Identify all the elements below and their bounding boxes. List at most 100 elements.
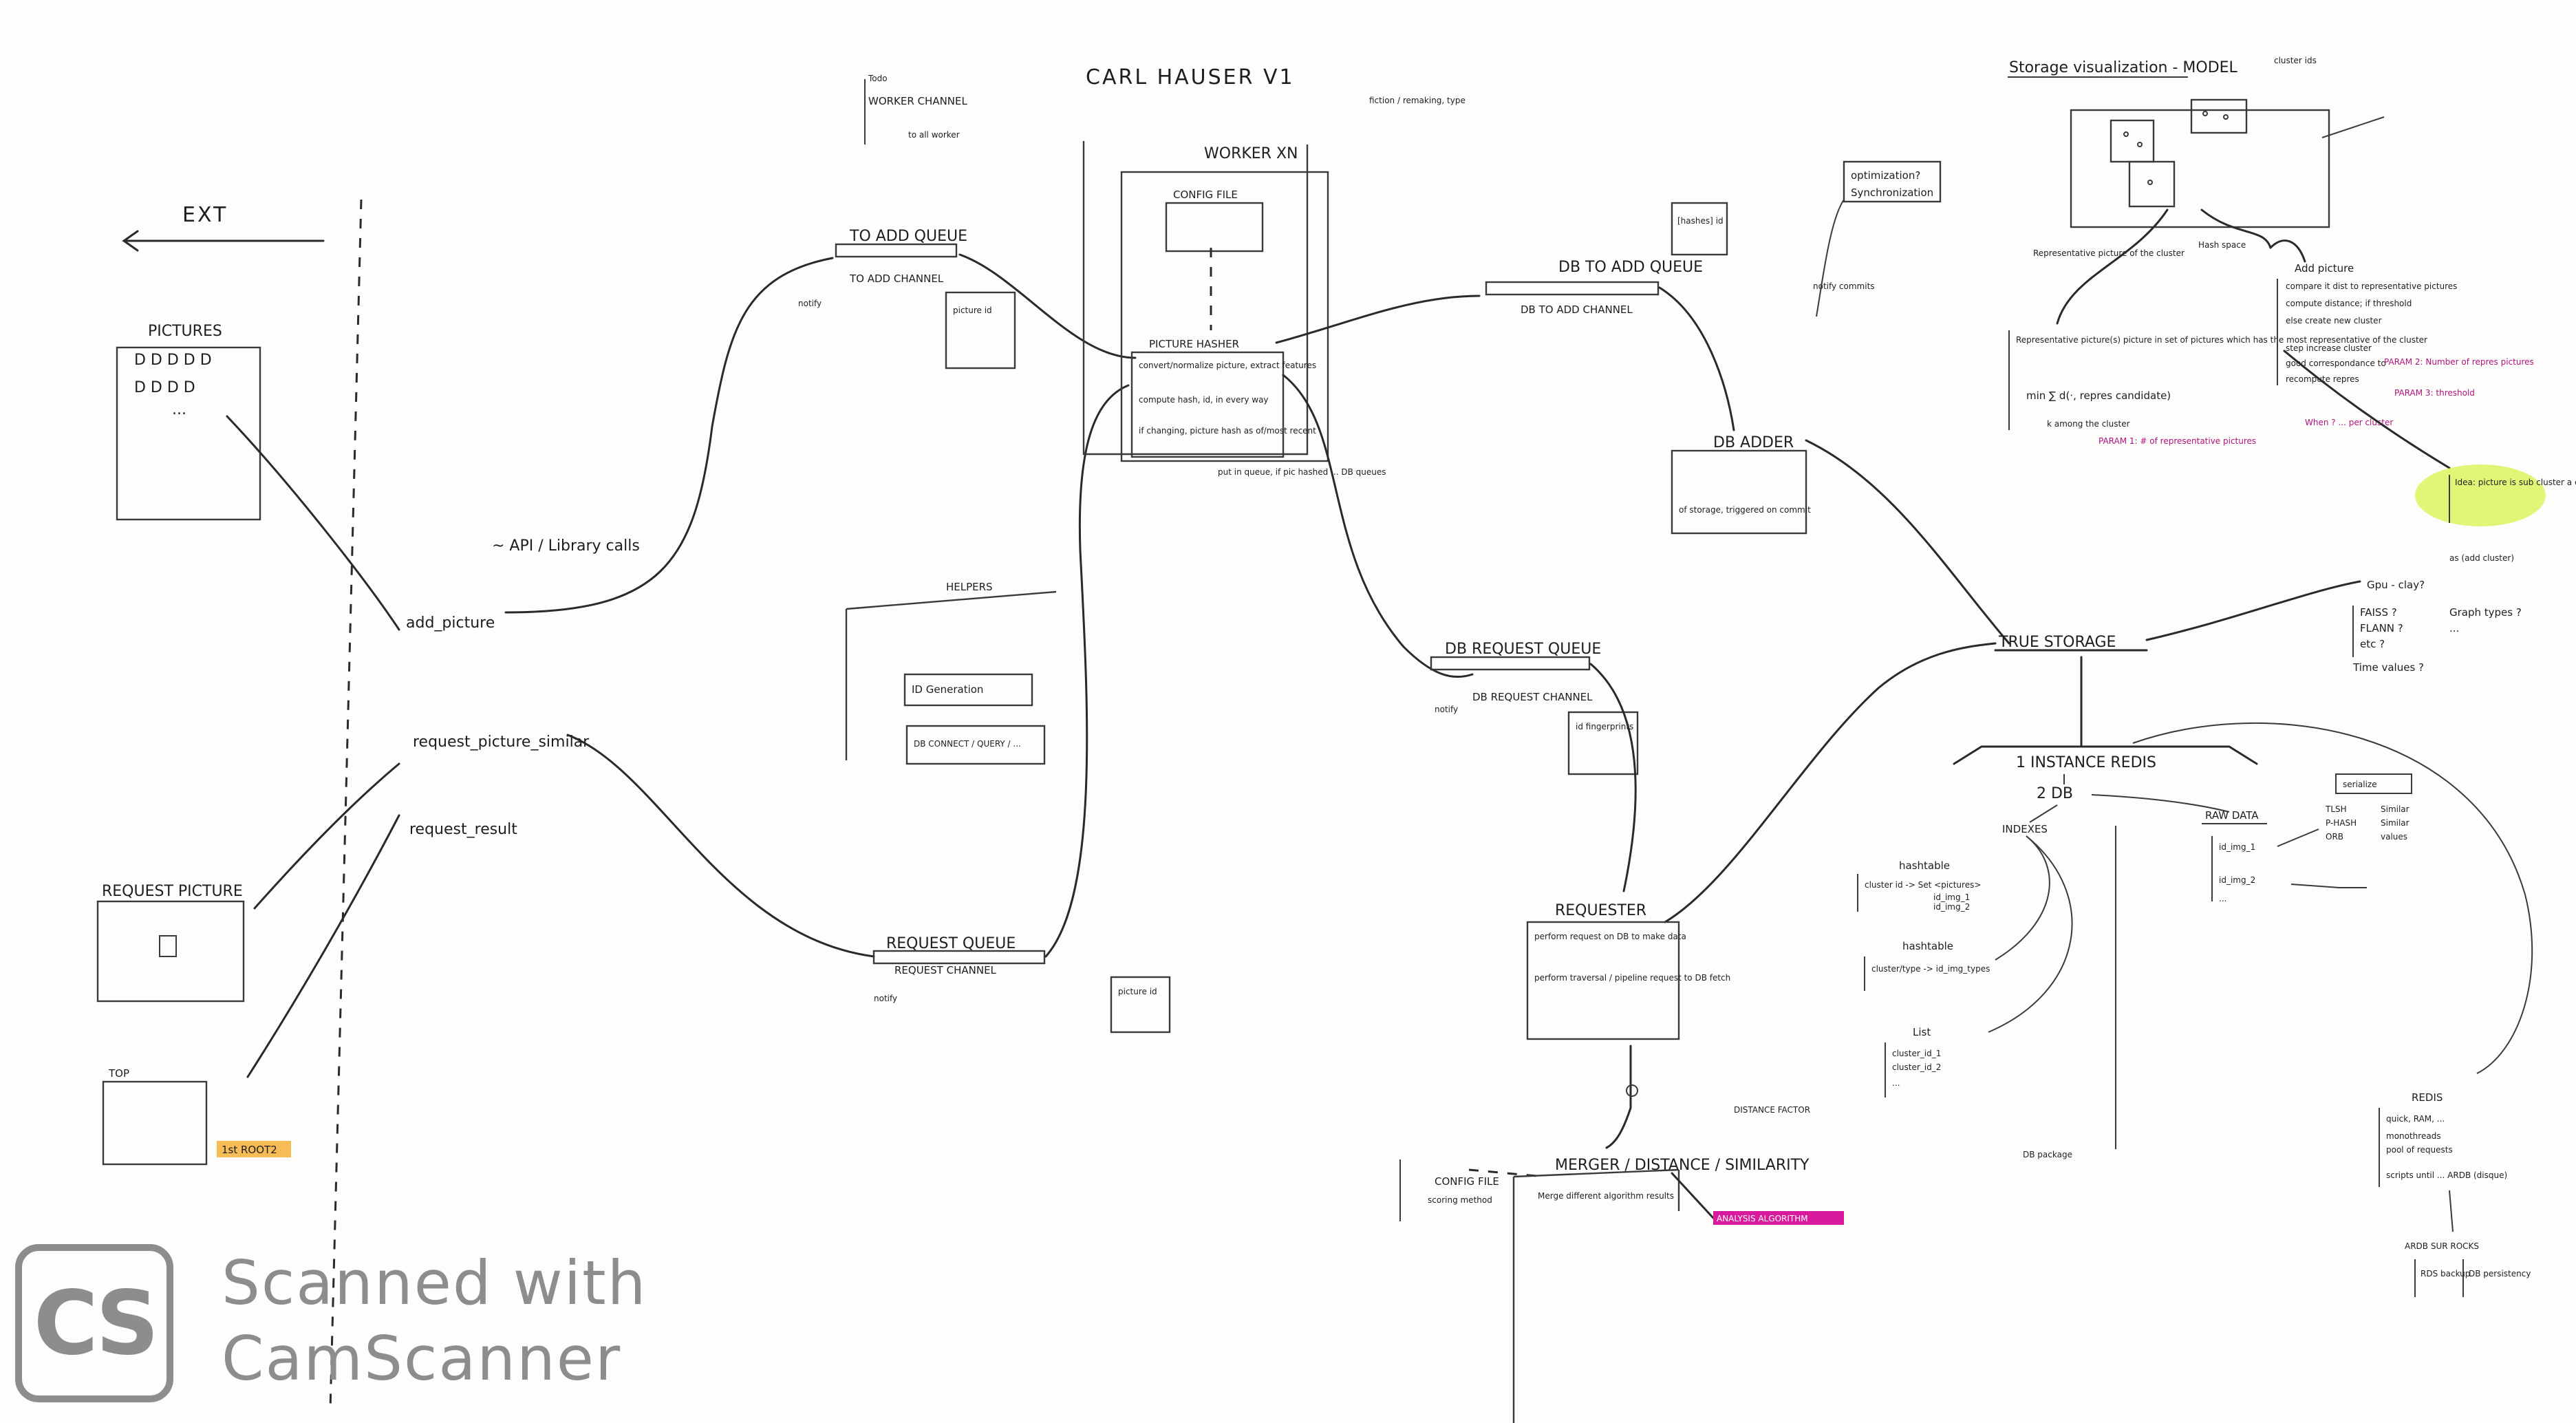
helpers-item-2: DB CONNECT / QUERY / ... [914,739,1021,749]
helpers-frame [846,592,1056,760]
optimization-b: Synchronization [1851,186,1933,199]
to-add-notify: notify [798,299,822,308]
requester-to-merger-arrow [1607,1108,1631,1148]
pictures-to-add-arrow [227,416,399,630]
request-picture-arrow [255,764,399,908]
hasher-bullet-1: convert/normalize picture, extract featu… [1139,361,1316,370]
cluster-2-dot-2 [2224,115,2228,119]
viz-param2: PARAM 2: Number of repres pictures [2384,357,2534,367]
request-notify: notify [874,994,897,1003]
indexes-to-list [1988,836,2072,1032]
hash-space-box [2071,110,2329,227]
legend-title: Todo [868,74,888,83]
viz-right-arrow [2271,241,2305,261]
requester: REQUESTER perform request on DB to make … [1527,902,1730,1148]
request-picture-icon [160,936,176,956]
cluster-3-dot [2148,180,2152,184]
viz-add-item-3: else create new cluster [2286,316,2382,325]
to-add-note: picture id [953,306,992,315]
redis-notes-item-1: quick, RAM, ... [2386,1114,2445,1124]
viz-to-idea-arrow [2284,351,2449,468]
helpers: HELPERS ID Generation DB CONNECT / QUERY… [846,581,1056,764]
pictures-row-1: D D D D D [134,352,212,369]
db-adder-box [1672,451,1806,533]
to-add-channel-label: TO ADD CHANNEL [849,272,944,285]
storage-viz-title: Storage visualization - MODEL [2009,59,2238,76]
list-row-1: cluster_id_1 [1892,1049,1941,1058]
raw-val-3: values [2381,832,2407,842]
adder-to-storage-arrow [1806,440,2009,643]
hashtable-1-row-3: id_img_2 [1933,902,1970,912]
cluster-1-dot-2 [2138,142,2142,147]
redis-bottom-item-2: DB persistency [2469,1269,2531,1278]
worker-title: WORKER XN [1204,145,1298,162]
redis-notes-item-4: scripts until ... ARDB (disque) [2386,1170,2507,1180]
gpu-side: Graph types ? [2449,606,2522,619]
merger-title: MERGER / DISTANCE / SIMILARITY [1555,1157,1810,1174]
to-add-queue: TO ADD QUEUE TO ADD CHANNEL notify pictu… [798,228,1135,368]
cluster-ids-label: cluster ids [2274,56,2317,65]
request-note-box [1111,977,1170,1032]
db-request-to-requester-arrow [1591,664,1635,891]
redis-notes-down [2449,1190,2453,1232]
merger-config: CONFIG FILE [1435,1175,1499,1188]
top-results-box [103,1082,206,1164]
hashtable-2-title: hashtable [1902,940,1953,952]
to-add-queue-title: TO ADD QUEUE [849,228,967,245]
optimization-a: optimization? [1851,169,1920,182]
pictures-title: PICTURES [148,323,222,340]
gpu-bottom: Time values ? [2352,661,2424,674]
pictures-row-3: ... [172,401,186,418]
helpers-title: HELPERS [946,581,993,593]
top-side-note: 1st ROOT2 [222,1144,277,1156]
db-to-add-queue: DB TO ADD QUEUE DB TO ADD CHANNEL [hashe… [1486,203,1734,430]
merger-extra: DISTANCE FACTOR [1734,1105,1810,1115]
watermark-line-2: CamScanner [222,1323,621,1394]
idea-side: as (add cluster) [2449,553,2514,563]
request-result-arrow [248,815,399,1077]
db-adder-note: of storage, triggered on commit [1679,505,1811,515]
db-to-add-to-adder-arrow [1660,288,1734,430]
api-label: ~ API / Library calls [492,537,640,555]
request-note: picture id [1118,987,1157,996]
to-add-queue-bar [836,244,956,257]
viz-add-item-4: step increase cluster [2286,343,2372,353]
hashtable-1-row-2: id_img_1 [1933,892,1970,902]
merger-note: Merge different algorithm results [1538,1191,1674,1201]
hasher-bullet-2: compute hash, id, in every way [1139,395,1269,405]
raw-field-1: TLSH [2325,804,2347,814]
redis-bottom-title: ARDB SUR ROCKS [2405,1241,2479,1251]
cluster-pointer [2322,117,2384,138]
ext-label: EXT [182,203,228,227]
cluster-2-dot [2203,111,2207,116]
helpers-item-1: ID Generation [912,683,983,696]
db-request-title: DB REQUEST QUEUE [1445,641,1601,658]
hashtable-1-row-1: cluster id -> Set <pictures> [1865,880,1981,890]
config-file-label: CONFIG FILE [1173,189,1238,201]
redis-instance: 1 INSTANCE REDIS [2016,754,2156,771]
requester-item-2: perform traversal / pipeline request to … [1534,973,1730,983]
raw-data-label: RAW DATA [2205,809,2259,822]
viz-add-item-1: compare it dist to representative pictur… [2286,281,2457,291]
merger-pink-text: ANALYSIS ALGORITHM [1717,1214,1808,1223]
list-row-3: ... [1892,1078,1900,1088]
merger-config-sub: scoring method [1428,1195,1492,1205]
request-picture-box [98,901,244,1001]
worker-inner-frame [1121,172,1328,461]
gpu-note: Gpu - clay? FAISS ? FLANN ? etc ? Graph … [2352,579,2522,674]
gpu-item-2: FLANN ? [2360,622,2403,634]
redis-bottom-item-1: RDS backup [2421,1269,2470,1278]
viz-formula-sub: k among the cluster [2047,419,2130,429]
db-request-queue: DB REQUEST QUEUE DB REQUEST CHANNEL noti… [1431,641,1638,891]
request-queue-bar [874,951,1044,963]
rep-note: Representative picture of the cluster [2033,248,2185,258]
add-picture-label: add_picture [406,614,495,632]
request-result-label: request_result [409,821,517,838]
gpu-item-3: etc ? [2360,638,2385,650]
idea-text: Idea: picture is sub cluster a cluster [2455,478,2576,487]
hasher-bullet-3: if changing, picture hash as of/most rec… [1139,426,1316,436]
raw-row-3: ... [2219,894,2226,903]
raw-row-2-arrow [2291,884,2367,888]
db-to-add-channel: DB TO ADD CHANNEL [1521,303,1633,316]
hash-space-label: Hash space [2198,240,2246,250]
